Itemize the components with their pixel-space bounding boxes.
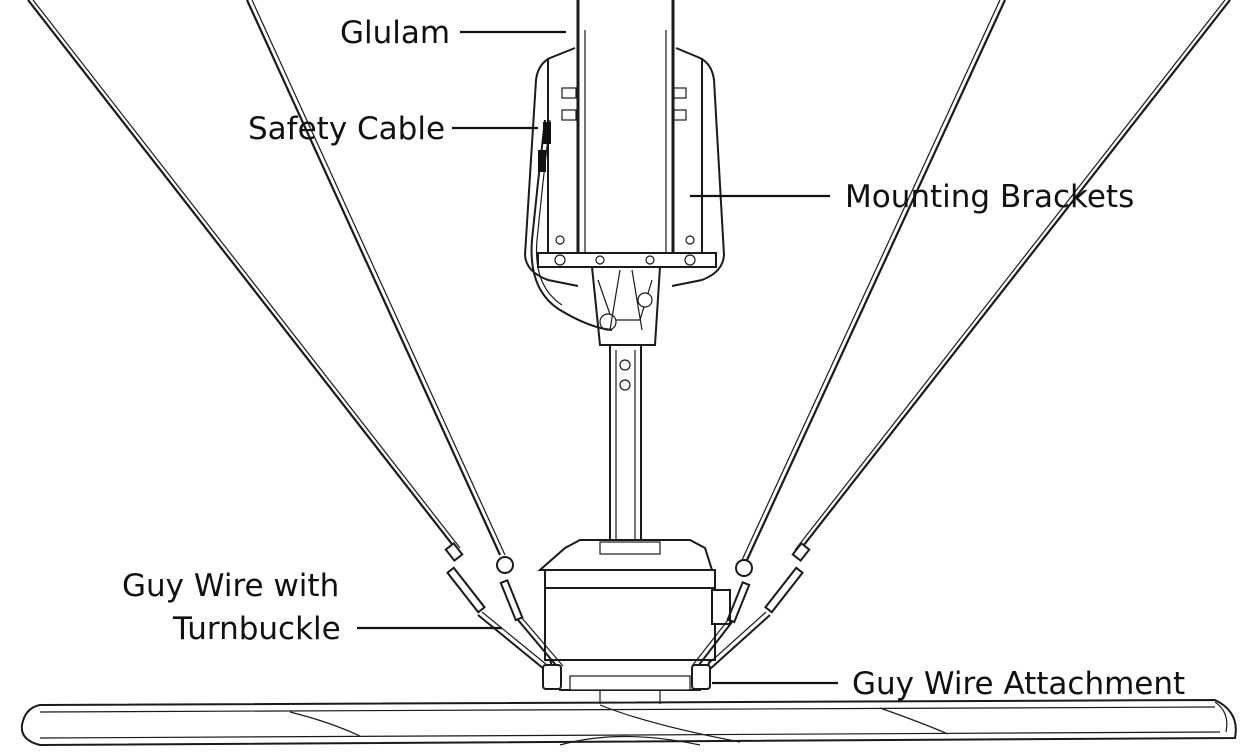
guy-wire-inner-left [245,0,506,556]
guy-wire-outer-left [27,0,461,549]
guy-wire-outer-right [794,0,1231,551]
safety-cable [530,119,613,331]
guy-wire-attachments [542,664,711,690]
guy-wire-inner-right [741,0,1006,561]
down-rod [609,345,642,540]
mounting-brackets [523,47,726,346]
label-glulam: Glulam [340,15,450,51]
label-guy-wire-turnbuckle-line1: Guy Wire with [122,568,339,604]
glulam-beam [576,0,675,262]
turnbuckles-right [691,542,811,679]
label-guy-wire-attachment: Guy Wire Attachment [852,666,1185,702]
label-guy-wire-turnbuckle-line2: Turnbuckle [172,611,341,647]
label-mounting-brackets: Mounting Brackets [845,179,1134,215]
fan-blade [20,698,1237,747]
guy-wires [27,0,1231,561]
label-safety-cable: Safety Cable [248,111,445,147]
